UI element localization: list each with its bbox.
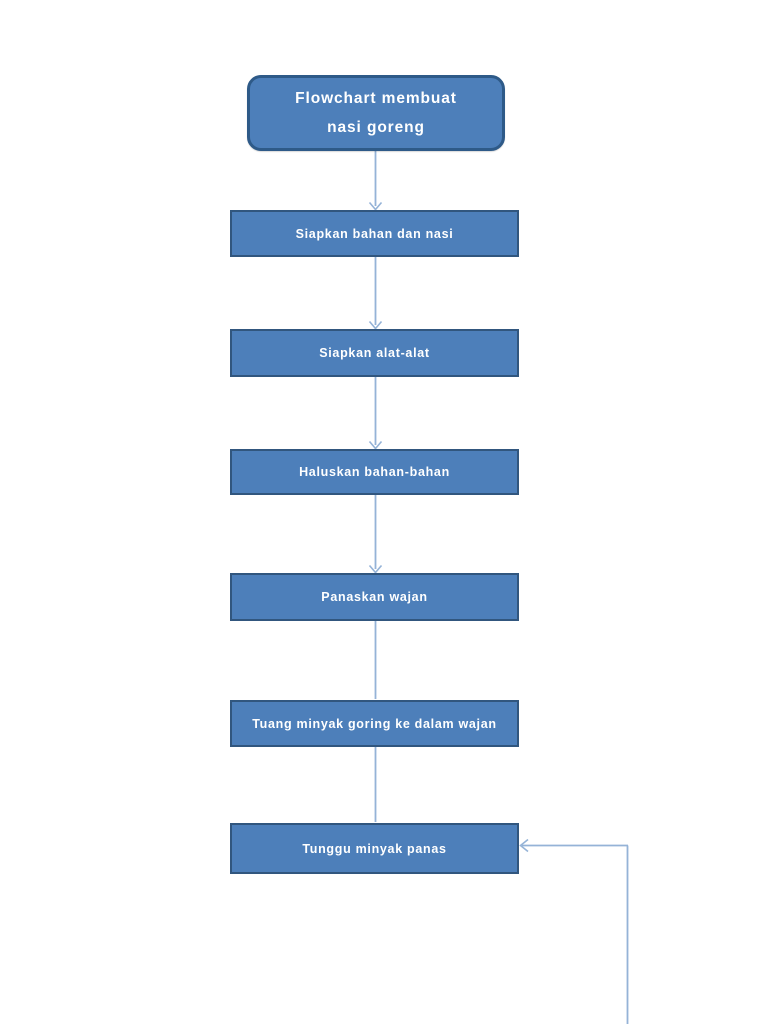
flowchart-step-siapkan-alat: Siapkan alat-alat [230,329,519,377]
step-label: Tuang minyak goring ke dalam wajan [252,716,497,731]
flowchart-step-tunggu-minyak: Tunggu minyak panas [230,823,519,874]
arrowhead-down-step2 [368,320,383,330]
flowchart-step-panaskan-wajan: Panaskan wajan [230,573,519,621]
step-label: Panaskan wajan [321,590,428,604]
flowchart-title-label: Flowchart membuat nasi goreng [295,90,457,136]
arrowhead-down-step1 [368,201,383,211]
flowchart-step-haluskan-bahan: Haluskan bahan-bahan [230,449,519,495]
step-label: Siapkan alat-alat [319,346,430,360]
step-label: Tunggu minyak panas [302,841,447,856]
arrowhead-down-step3 [368,440,383,450]
arrowhead-down-step4 [368,564,383,574]
flowchart-title-box: Flowchart membuat nasi goreng [247,75,505,151]
flowchart-step-tuang-minyak: Tuang minyak goring ke dalam wajan [230,700,519,747]
step-label: Siapkan bahan dan nasi [295,226,454,241]
flowchart-step-siapkan-bahan: Siapkan bahan dan nasi [230,210,519,257]
step-label: Haluskan bahan-bahan [299,465,450,479]
arrowhead-left-step6 [519,838,529,853]
